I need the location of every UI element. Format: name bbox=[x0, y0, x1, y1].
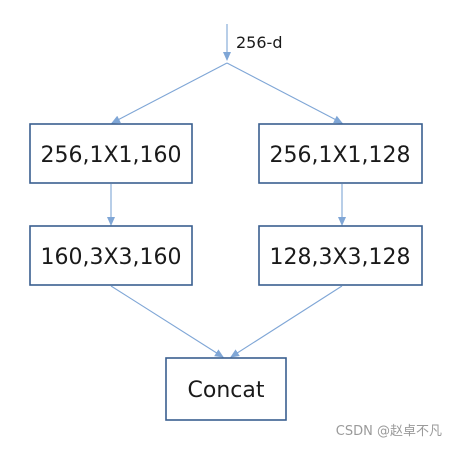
box-concat: Concat bbox=[165, 357, 287, 421]
box-concat-label: Concat bbox=[188, 378, 265, 403]
box-left-bottom-label: 160,3X3,160 bbox=[40, 245, 181, 270]
input-label: 256-d bbox=[236, 33, 282, 52]
box-right-bottom: 128,3X3,128 bbox=[258, 225, 423, 286]
box-right-top-label: 256,1X1,128 bbox=[269, 143, 410, 168]
split-edge-left bbox=[111, 62, 228, 124]
merge-edge-left bbox=[110, 285, 224, 358]
box-right-top: 256,1X1,128 bbox=[258, 123, 423, 184]
split-edge-right bbox=[226, 62, 343, 124]
csdn-watermark: CSDN @赵卓不凡 bbox=[335, 424, 442, 439]
box-left-bottom: 160,3X3,160 bbox=[29, 225, 193, 286]
box-left-top: 256,1X1,160 bbox=[29, 123, 193, 184]
box-left-top-label: 256,1X1,160 bbox=[40, 143, 181, 168]
merge-edge-right bbox=[230, 285, 343, 358]
box-right-bottom-label: 128,3X3,128 bbox=[269, 245, 410, 270]
